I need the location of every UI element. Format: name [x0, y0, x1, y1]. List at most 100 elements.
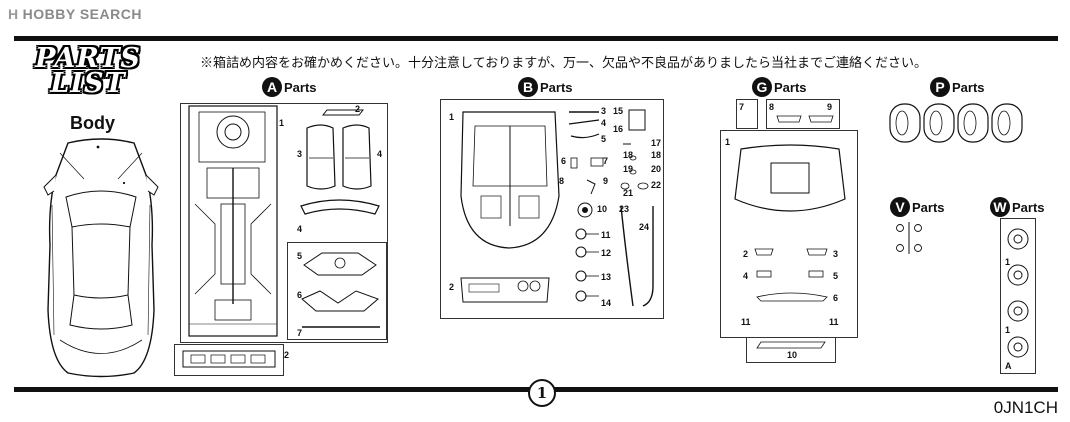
lamp-bar-drawing [756, 341, 826, 349]
section-g-title: G Parts [752, 77, 807, 97]
part-number: 4 [743, 271, 749, 281]
dashboard-panel-drawing [182, 350, 276, 368]
section-w-letter: W [990, 197, 1010, 217]
part-number: 19 [623, 164, 634, 174]
part-number: 8 [559, 176, 565, 186]
part-number: 8 [769, 102, 775, 112]
section-b-title: B Parts [518, 77, 573, 97]
section-p-label: Parts [952, 79, 985, 95]
part-number: 2 [355, 104, 361, 114]
part-number: 5 [601, 134, 607, 144]
part-number: 10 [597, 204, 608, 214]
sprue-a-frame: 1 2 3 4 4 5 6 7 [180, 103, 388, 343]
part-number: 4 [377, 149, 383, 159]
section-g-label: Parts [774, 79, 807, 95]
part-number: 3 [833, 249, 839, 259]
part-number: 9 [827, 102, 833, 112]
clear-small-parts-drawing [754, 248, 828, 302]
part-number: 2 [449, 282, 455, 292]
section-b-letter: B [518, 77, 538, 97]
small-parts-b-drawing [568, 111, 604, 302]
part-number: 1 [725, 137, 731, 147]
part-number: 12 [601, 248, 612, 258]
section-a-title: A Parts [262, 77, 317, 97]
car-body-drawing [43, 138, 159, 378]
sprue-w-frame: 1 1 A [1000, 218, 1036, 374]
section-a-label: Parts [284, 79, 317, 95]
sprue-a-bottom-frame [174, 344, 284, 376]
section-b-label: Parts [540, 79, 573, 95]
part-number: 6 [561, 156, 567, 166]
part-number: 5 [297, 251, 303, 261]
part-number: 2 [743, 249, 749, 259]
part-number: 11 [741, 317, 751, 327]
part-number: 23 [619, 204, 630, 214]
part-number: 1 [1005, 257, 1011, 267]
part-number: 9 [603, 176, 609, 186]
seat-parts-drawing [300, 109, 380, 215]
section-v-label: Parts [912, 199, 945, 215]
part-number: 18 [651, 150, 662, 160]
part-number: 18 [623, 150, 634, 160]
section-a-letter: A [262, 77, 282, 97]
suspension-parts-drawing [301, 252, 380, 328]
part-number: 13 [601, 272, 612, 282]
part-number: 4 [297, 224, 303, 234]
document-code: 0JN1CH [993, 398, 1058, 417]
part-number: 21 [623, 188, 634, 198]
watermark-brand: HOBBY SEARCH [22, 6, 142, 22]
part-number: 14 [601, 298, 612, 308]
part-number: 6 [297, 290, 303, 300]
part-number: 6 [833, 293, 839, 303]
part-number: 11 [829, 317, 839, 327]
sprue-b-frame: 1 2 3 4 5 6 7 8 9 10 11 12 13 14 [440, 99, 664, 319]
part-number: 5 [833, 271, 839, 281]
section-p-letter: P [930, 77, 950, 97]
wheels-drawing [1007, 228, 1029, 358]
section-g-letter: G [752, 77, 772, 97]
chassis-floor-drawing [188, 105, 278, 337]
part-number: 7 [603, 156, 609, 166]
sprue-g-top-right: 8 9 [766, 99, 840, 129]
top-rule [14, 36, 1058, 41]
window-glass-drawing [734, 144, 846, 212]
part-number: 1 [279, 118, 285, 128]
part-number: 15 [613, 106, 624, 116]
part-number: 16 [613, 124, 624, 134]
section-v-title: V Parts [890, 197, 945, 217]
dashboard-drawing [460, 277, 550, 303]
part-number: 11 [601, 230, 611, 240]
part-number: 3 [601, 106, 607, 116]
small-parts-b2-drawing [620, 109, 654, 307]
page-number: 1 [528, 379, 556, 407]
tires-drawing [889, 103, 1023, 143]
sprue-g-top-left: 7 [736, 99, 758, 129]
sprue-g-bottom-frame: 10 [746, 337, 836, 363]
section-w-label: Parts [1012, 199, 1045, 215]
section-p-title: P Parts [930, 77, 985, 97]
section-w-title: W Parts [990, 197, 1045, 217]
sprue-g-frame: 1 2 3 4 5 6 11 11 [720, 130, 858, 338]
parts-list-title-line1: PARTS [35, 43, 141, 74]
part-number: 1 [449, 112, 455, 122]
inspection-notice: ※箱詰め内容をお確かめください。十分注意しておりますが、万一、欠品や不良品があり… [200, 55, 927, 70]
part-number: 4 [601, 118, 607, 128]
part-number: 2 [284, 350, 290, 360]
body-label: Body [70, 113, 115, 133]
part-number: 3 [297, 149, 303, 159]
part-number: 20 [651, 164, 662, 174]
part-number: 7 [297, 328, 303, 338]
section-v-letter: V [890, 197, 910, 217]
parts-list-title-line2: LIST [50, 68, 126, 99]
part-number: 1 [1005, 325, 1011, 335]
sprue-a-inner-frame [287, 242, 387, 340]
part-number: 24 [639, 222, 650, 232]
part-number: 17 [651, 138, 662, 148]
part-number: 10 [787, 350, 798, 360]
watermark-logo-icon: H [8, 6, 19, 22]
interior-tub-drawing [460, 111, 560, 249]
part-number: 22 [651, 180, 662, 190]
poly-caps-drawing [896, 222, 922, 254]
